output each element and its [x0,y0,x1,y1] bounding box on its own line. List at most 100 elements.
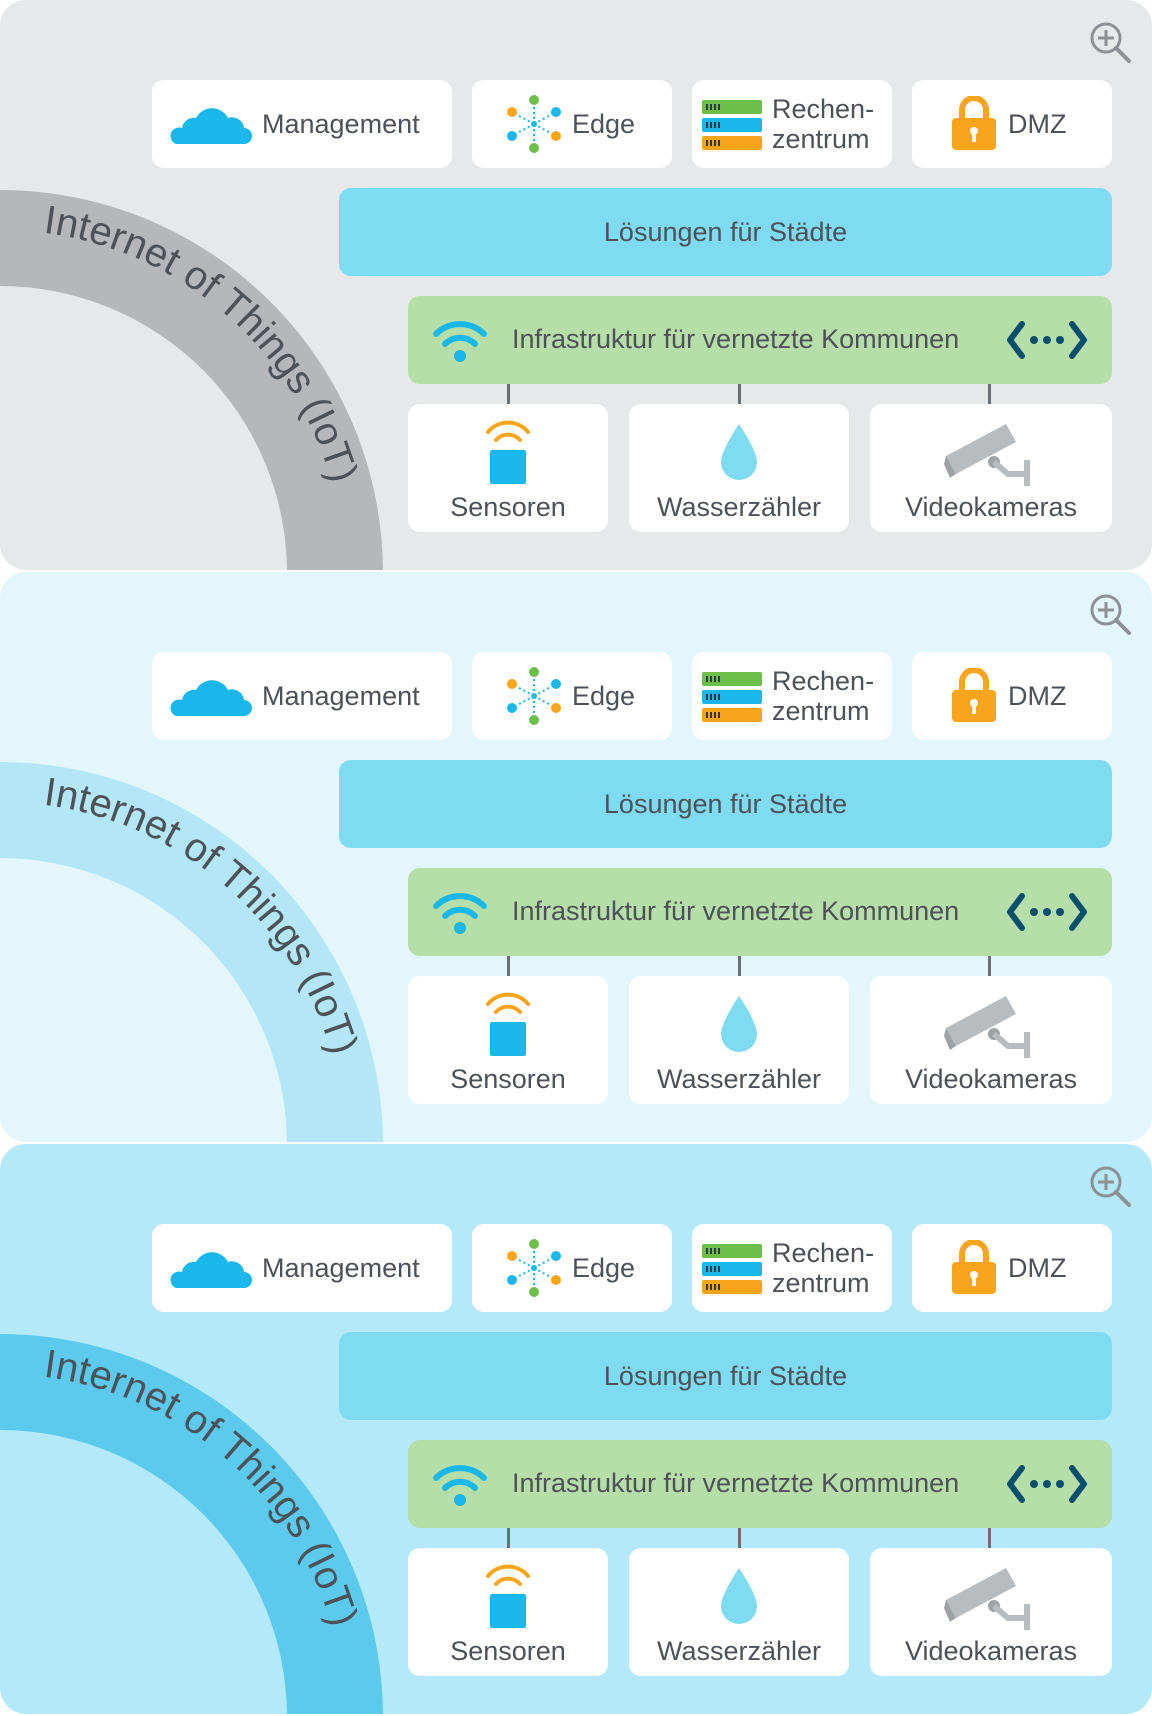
connector-line [507,956,510,976]
zoom-in-icon[interactable] [1088,1164,1132,1208]
edge-label: Edge [572,681,636,711]
edge-box[interactable]: Edge [472,80,672,168]
sensors-label: Sensoren [450,492,566,522]
lock-icon [952,96,996,150]
server-stack-icon [702,1244,762,1294]
solutions-bar[interactable]: Lösungen für Städte [339,1332,1112,1420]
solutions-bar[interactable]: Lösungen für Städte [339,760,1112,848]
device-water-meter[interactable]: Wasserzähler [629,976,849,1104]
zoom-in-icon[interactable] [1088,20,1132,64]
device-water-meter[interactable]: Wasserzähler [629,1548,849,1676]
datacenter-label-line1: Rechen- [772,666,875,696]
device-sensors[interactable]: Sensoren [408,404,608,532]
device-water-meter[interactable]: Wasserzähler [629,404,849,532]
video-cameras-label: Videokameras [904,1064,1078,1094]
sensor-icon [486,992,530,1056]
datacenter-box[interactable]: Rechen- zentrum [692,652,892,740]
water-drop-icon [721,1568,757,1624]
edge-network-icon [507,1239,561,1297]
network-link-icon [1007,1465,1087,1503]
device-video-cameras[interactable]: Videokameras [870,976,1112,1104]
dmz-box[interactable]: DMZ [912,80,1112,168]
dmz-box[interactable]: DMZ [912,652,1112,740]
connector-line [988,1528,991,1548]
sensor-icon [486,420,530,484]
connector-line [988,384,991,404]
management-label: Management [262,681,420,711]
edge-label: Edge [572,1253,636,1283]
connector-line [738,384,741,404]
dmz-label: DMZ [1008,1253,1067,1283]
management-box[interactable]: Management [152,1224,452,1312]
iot-panel-blue: Internet of Things (IoT) Management Edge [0,1144,1152,1714]
infrastructure-bar[interactable]: Infrastruktur für vernetzte Kommunen [408,868,1112,956]
sensor-icon [486,1564,530,1628]
dmz-box[interactable]: DMZ [912,1224,1112,1312]
network-link-icon [1007,893,1087,931]
infrastructure-label: Infrastruktur für vernetzte Kommunen [512,896,960,926]
datacenter-label-line2: zentrum [772,124,870,154]
water-meter-label: Wasserzähler [656,1064,822,1094]
solutions-label: Lösungen für Städte [603,1360,848,1391]
connector-line [507,1528,510,1548]
datacenter-box[interactable]: Rechen- zentrum [692,80,892,168]
water-meter-label: Wasserzähler [656,1636,822,1666]
lock-icon [952,1240,996,1294]
datacenter-label-line1: Rechen- [772,94,875,124]
lock-icon [952,668,996,722]
sensors-label: Sensoren [450,1636,566,1666]
edge-network-icon [507,95,561,153]
video-cameras-label: Videokameras [904,1636,1078,1666]
iot-panel-gray: Internet of Things (IoT) Management Edge [0,0,1152,570]
solutions-label: Lösungen für Städte [603,216,848,247]
water-drop-icon [721,996,757,1052]
infrastructure-label: Infrastruktur für vernetzte Kommunen [512,324,960,354]
iot-panel-light-blue: Internet of Things (IoT) Management Edge [0,572,1152,1142]
cloud-icon [170,680,252,716]
device-sensors[interactable]: Sensoren [408,976,608,1104]
connector-line [738,1528,741,1548]
cloud-icon [170,1252,252,1288]
solutions-label: Lösungen für Städte [603,788,848,819]
edge-box[interactable]: Edge [472,652,672,740]
security-camera-icon [944,996,1030,1058]
infrastructure-label: Infrastruktur für vernetzte Kommunen [512,1468,960,1498]
datacenter-label-line1: Rechen- [772,1238,875,1268]
network-link-icon [1007,321,1087,359]
solutions-bar[interactable]: Lösungen für Städte [339,188,1112,276]
edge-label: Edge [572,109,636,139]
server-stack-icon [702,672,762,722]
datacenter-label-line2: zentrum [772,1268,870,1298]
iot-arc: Internet of Things (IoT) [0,1334,383,1714]
device-sensors[interactable]: Sensoren [408,1548,608,1676]
iot-arc: Internet of Things (IoT) [0,190,383,570]
iot-arc: Internet of Things (IoT) [0,762,383,1142]
management-box[interactable]: Management [152,652,452,740]
connector-line [507,384,510,404]
water-meter-label: Wasserzähler [656,492,822,522]
datacenter-label-line2: zentrum [772,696,870,726]
dmz-label: DMZ [1008,109,1067,139]
datacenter-box[interactable]: Rechen- zentrum [692,1224,892,1312]
management-box[interactable]: Management [152,80,452,168]
sensors-label: Sensoren [450,1064,566,1094]
device-video-cameras[interactable]: Videokameras [870,1548,1112,1676]
security-camera-icon [944,424,1030,486]
server-stack-icon [702,100,762,150]
infrastructure-bar[interactable]: Infrastruktur für vernetzte Kommunen [408,1440,1112,1528]
management-label: Management [262,109,420,139]
security-camera-icon [944,1568,1030,1630]
connector-line [738,956,741,976]
water-drop-icon [721,424,757,480]
device-video-cameras[interactable]: Videokameras [870,404,1112,532]
video-cameras-label: Videokameras [904,492,1078,522]
infrastructure-bar[interactable]: Infrastruktur für vernetzte Kommunen [408,296,1112,384]
zoom-in-icon[interactable] [1088,592,1132,636]
wifi-icon [433,1465,487,1506]
edge-box[interactable]: Edge [472,1224,672,1312]
wifi-icon [433,321,487,362]
connector-line [988,956,991,976]
wifi-icon [433,893,487,934]
cloud-icon [170,108,252,144]
dmz-label: DMZ [1008,681,1067,711]
